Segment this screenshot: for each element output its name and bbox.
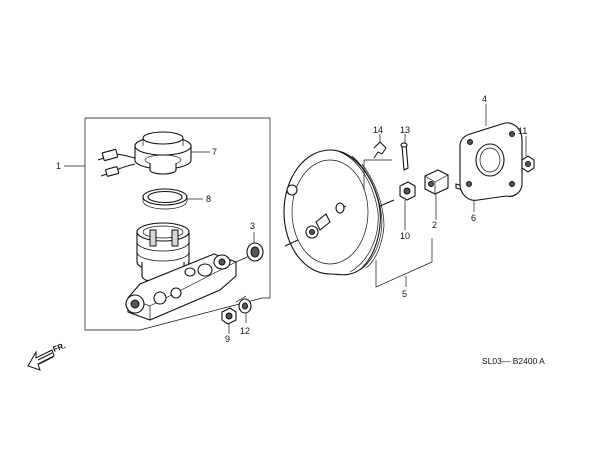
group-14-13-bracket [363,159,392,190]
diagram-code: SL03— B2400 A [482,356,545,366]
group-1-bracket [64,117,271,331]
callout-3: 3 [250,221,255,231]
nut-9 [221,307,237,334]
callout-11: 11 [518,126,527,136]
callout-7: 7 [212,147,217,157]
nut-11 [521,136,535,173]
callout-14: 14 [373,125,383,135]
clip-14 [373,134,387,159]
brake-booster [283,149,395,276]
callout-8: 8 [206,194,211,204]
pin-13 [400,134,409,171]
gasket-4 [459,104,523,201]
callout-1: 1 [56,161,61,171]
callout-4: 4 [482,94,487,104]
group-5-bracket [375,238,433,288]
washer-12 [238,298,252,323]
nut-10 [399,181,416,230]
reservoir-cap [134,131,210,175]
callout-12: 12 [240,326,250,336]
callout-10: 10 [400,231,410,241]
callout-5: 5 [402,289,407,299]
callout-6: 6 [471,213,476,223]
reservoir-seal [142,188,203,210]
fluid-level-sensor-wire [97,148,136,177]
clevis-2 [424,169,449,220]
callout-13: 13 [400,125,410,135]
callout-9: 9 [225,334,230,344]
front-direction-label: FR. [52,341,67,354]
callout-2: 2 [432,220,437,230]
washer-3 [246,232,264,262]
front-direction-arrow [27,349,55,371]
